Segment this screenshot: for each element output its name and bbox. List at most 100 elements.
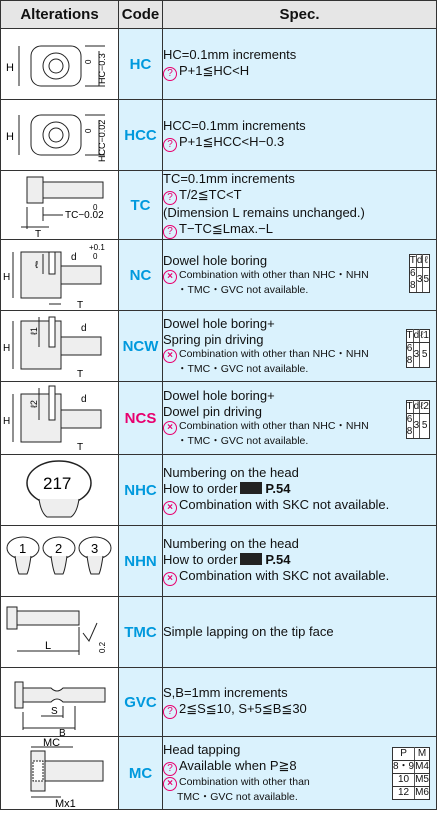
spec-line: ・TMC・GVC not available. xyxy=(177,435,309,447)
spec-line: Numbering on the head xyxy=(163,536,299,551)
spec-line: How to order xyxy=(163,552,238,567)
dim-mc-label: MC xyxy=(43,737,60,749)
cell: 5 xyxy=(419,413,430,439)
th: M xyxy=(414,747,430,761)
spec-line: Combination with other than NHC・NHN xyxy=(179,269,369,281)
caution-icon: ? xyxy=(163,705,177,719)
col-alterations: Alterations xyxy=(0,0,119,29)
code-nhc: NHC xyxy=(118,454,163,526)
spec-line: Numbering on the head xyxy=(163,465,299,480)
dim-hcc-label: HCC−0.02 xyxy=(97,120,107,162)
cell: 8 xyxy=(406,355,413,366)
figure-ncw: H ℓ1 d T xyxy=(0,310,119,382)
code-hc: HC xyxy=(118,28,163,100)
col-spec: Spec. xyxy=(162,0,437,29)
caution-icon: ? xyxy=(163,191,177,205)
prohibited-icon: × xyxy=(163,270,177,284)
spec-tmc: Simple lapping on the tip face xyxy=(162,596,437,668)
caution-icon: ? xyxy=(163,762,177,776)
header-row: Alterations Code Spec. xyxy=(0,0,437,29)
dim-zero-label: 0 xyxy=(84,59,93,64)
code-mc: MC xyxy=(118,736,163,810)
spec-line: ・TMC・GVC not available. xyxy=(177,363,309,375)
cell: 8 xyxy=(406,426,413,437)
code-nhn: NHN xyxy=(118,525,163,597)
th: T xyxy=(408,254,417,268)
dim-h-label: H xyxy=(6,62,14,74)
dim-tol0-label: 0 xyxy=(93,252,98,261)
spec-line: T−TC≦Lmax.−L xyxy=(179,221,273,236)
dim-h-label: H xyxy=(6,131,14,143)
spec-line: T/2≦TC<T xyxy=(179,187,242,202)
figure-nc: H ℓ d T +0.1 0 xyxy=(0,239,119,311)
dim-l-label: ℓ xyxy=(35,260,39,271)
caution-icon: ? xyxy=(163,67,177,81)
dim-zero-label: 0 xyxy=(84,128,93,133)
th: d xyxy=(415,254,424,268)
spec-line: Combination with SKC not available. xyxy=(179,497,390,512)
spec-line: 2≦S≦10, S+5≦B≦30 xyxy=(179,701,307,716)
spec-line: Dowel pin driving xyxy=(163,404,262,419)
spec-line: TC=0.1mm increments xyxy=(163,171,295,186)
prohibited-icon: × xyxy=(163,777,177,791)
caution-icon: ? xyxy=(163,138,177,152)
spec-line: Dowel hole boring+ xyxy=(163,316,275,331)
spec-line: Combination with other than NHC・NHN xyxy=(179,420,369,432)
table-row: L 0.2 TMC Simple lapping on the tip face xyxy=(0,596,437,668)
dim-l-label: ℓ2 xyxy=(29,400,39,408)
table-row: 217 NHC Numbering on the head How to ord… xyxy=(0,454,437,526)
dim-h-label: H xyxy=(3,343,10,354)
cell: 6 xyxy=(406,414,413,425)
roughness-label: 0.2 xyxy=(98,641,107,653)
cell: M6 xyxy=(414,786,430,800)
spec-line: Spring pin driving xyxy=(163,332,264,347)
dim-d-label: d xyxy=(81,323,87,334)
spec-line: Combination with other than NHC・NHN xyxy=(179,348,369,360)
th: P xyxy=(391,747,416,761)
th: ℓ2 xyxy=(419,400,430,414)
spec-line: Head tapping xyxy=(163,742,241,757)
code-tmc: TMC xyxy=(118,596,163,668)
table-row: T TC−0.02 0 TC TC=0.1mm increments ?T/2≦… xyxy=(0,170,437,240)
spec-line: Dowel hole boring xyxy=(163,253,268,268)
book-icon xyxy=(240,553,263,565)
code-nc: NC xyxy=(118,239,163,311)
spec-line: TMC・GVC not available. xyxy=(177,791,298,803)
code-tc: TC xyxy=(118,170,163,240)
dim-t-label: T xyxy=(77,442,83,453)
cell: 6 xyxy=(410,268,416,279)
code-hcc: HCC xyxy=(118,99,163,171)
head-number: 3 xyxy=(91,541,98,556)
spec-line: How to order xyxy=(163,481,238,496)
dim-hc-label: HC−0.3 xyxy=(97,53,107,84)
prohibited-icon: × xyxy=(163,349,177,363)
spec-hc: HC=0.1mm increments ?P+1≦HC<H xyxy=(162,28,437,100)
th: d xyxy=(412,400,421,414)
table-row: S B GVC S,B=1mm increments ?2≦S≦10, S+5≦… xyxy=(0,667,437,737)
dim-d-label: d xyxy=(81,394,87,405)
cell: 5 xyxy=(419,342,430,368)
figure-hcc: H HCC−0.02 0 xyxy=(0,99,119,171)
spec-line: (Dimension L remains unchanged.) xyxy=(163,205,365,220)
code-ncw: NCW xyxy=(118,310,163,382)
dim-b-label: B xyxy=(59,728,66,736)
spec-hcc: HCC=0.1mm increments ?P+1≦HCC<H−0.3 xyxy=(162,99,437,171)
figure-tc: T TC−0.02 0 xyxy=(0,170,119,240)
spec-gvc: S,B=1mm increments ?2≦S≦10, S+5≦B≦30 xyxy=(162,667,437,737)
book-icon xyxy=(240,482,263,494)
caution-icon: ? xyxy=(163,225,177,239)
spec-tc: TC=0.1mm increments ?T/2≦TC<T (Dimension… xyxy=(162,170,437,240)
dim-zero-label: 0 xyxy=(93,203,98,212)
prohibited-icon: × xyxy=(163,572,177,586)
table-row: H HC−0.3 0 HC HC=0.1mm increments ?P+1≦H… xyxy=(0,28,437,100)
figure-ncs: H ℓ2 d T xyxy=(0,381,119,455)
